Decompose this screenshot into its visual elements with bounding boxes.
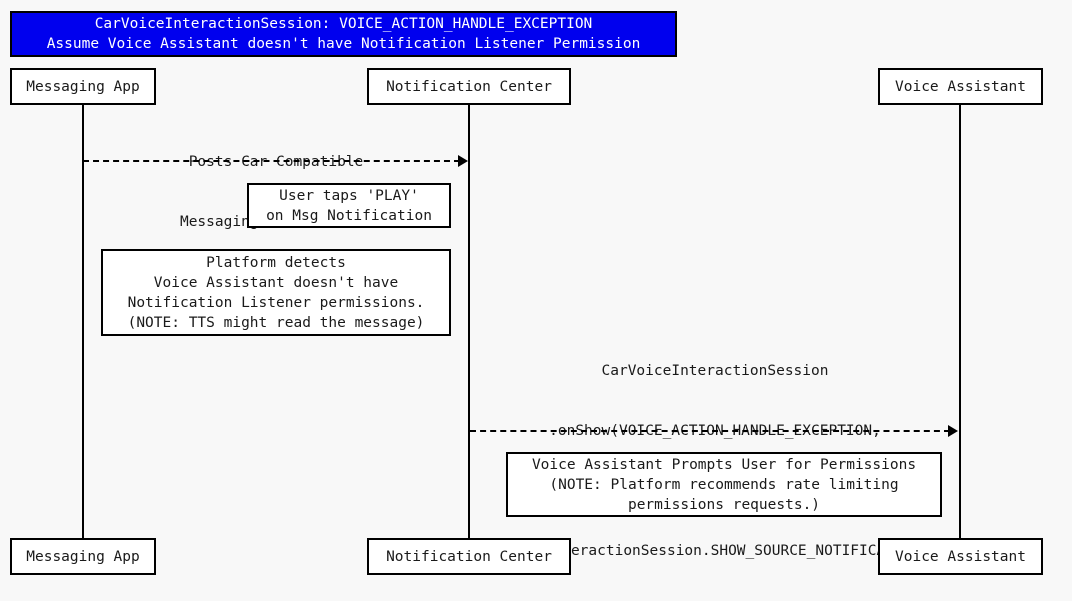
participant-notification-center-top[interactable]: Notification Center	[367, 68, 571, 105]
participant-label: Notification Center	[386, 78, 552, 95]
lifeline-notification-center	[468, 104, 470, 539]
participant-voice-assistant-top[interactable]: Voice Assistant	[878, 68, 1043, 105]
note-platform-detects: Platform detects Voice Assistant doesn't…	[101, 249, 451, 336]
diagram-title-line-1: CarVoiceInteractionSession: VOICE_ACTION…	[94, 16, 593, 32]
lifeline-voice-assistant	[959, 104, 961, 539]
note-line: Platform detects	[206, 254, 346, 271]
participant-voice-assistant-bottom[interactable]: Voice Assistant	[878, 538, 1043, 575]
diagram-title-banner: CarVoiceInteractionSession: VOICE_ACTION…	[10, 11, 677, 57]
message-label-line: Posts Car Compatible	[188, 154, 364, 170]
participant-label: Notification Center	[386, 548, 552, 565]
note-prompts-permissions: Voice Assistant Prompts User for Permiss…	[506, 452, 942, 517]
participant-messaging-app-bottom[interactable]: Messaging App	[10, 538, 156, 575]
message-arrow-on-show	[470, 430, 950, 432]
participant-messaging-app-top[interactable]: Messaging App	[10, 68, 156, 105]
participant-notification-center-bottom[interactable]: Notification Center	[367, 538, 571, 575]
note-line: User taps 'PLAY'	[279, 187, 419, 204]
arrowhead-icon-on-show	[948, 425, 958, 437]
message-label-line: VoiceInteractionSession.SHOW_SOURCE_NOTI…	[501, 543, 929, 559]
note-line: (NOTE: Platform recommends rate limiting	[549, 476, 899, 493]
note-line: Voice Assistant doesn't have	[153, 274, 399, 291]
lifeline-messaging-app	[82, 104, 84, 539]
participant-label: Messaging App	[26, 78, 140, 95]
message-arrow-post-notification	[83, 160, 460, 162]
note-line: Notification Listener permissions.	[127, 294, 425, 311]
note-line: (NOTE: TTS might read the message)	[127, 314, 425, 331]
message-label-line: CarVoiceInteractionSession	[601, 363, 829, 379]
note-user-taps-play: User taps 'PLAY' on Msg Notification	[247, 183, 451, 228]
note-line: Voice Assistant Prompts User for Permiss…	[531, 456, 917, 473]
note-line: permissions requests.)	[627, 496, 821, 513]
participant-label: Messaging App	[26, 548, 140, 565]
diagram-title-line-2: Assume Voice Assistant doesn't have Noti…	[46, 36, 641, 52]
arrowhead-icon-post-notification	[458, 155, 468, 167]
participant-label: Voice Assistant	[895, 78, 1026, 95]
note-line: on Msg Notification	[266, 207, 432, 224]
participant-label: Voice Assistant	[895, 548, 1026, 565]
